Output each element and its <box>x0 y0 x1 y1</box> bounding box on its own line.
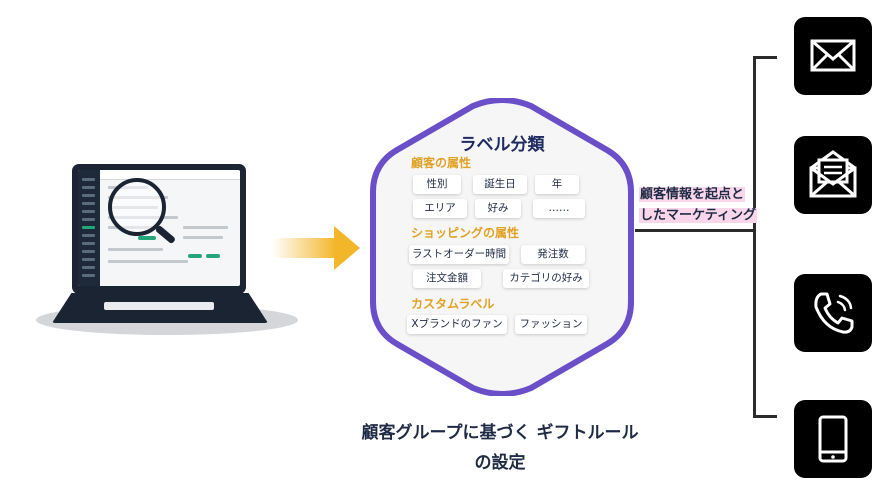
mail-channel-tile <box>794 17 872 95</box>
chip-area: エリア <box>413 199 467 218</box>
label-classification-hexagon: ラベル分類 顧客の属性 性別 誕生日 年 エリア 好み …… ショッピングの属性… <box>369 98 635 396</box>
chip-order-count: 発注数 <box>521 245 585 264</box>
laptop-screen <box>78 170 240 286</box>
chip-order-amount: 注文金額 <box>413 269 481 288</box>
phone-call-icon <box>814 292 854 334</box>
screen-topbar <box>100 170 240 180</box>
chip-preference: 好み <box>475 199 521 218</box>
section-title-customer-attributes: 顧客の属性 <box>411 156 472 170</box>
chip-birthday: 誕生日 <box>473 175 527 194</box>
mail-icon <box>810 39 856 72</box>
magnifier-icon <box>108 178 166 236</box>
caption: 顧客グループに基づく ギフトルール の設定 <box>300 418 700 478</box>
arrow-shaft <box>272 238 336 258</box>
connector-line <box>635 229 755 232</box>
section-title-shopping-attributes: ショッピングの属性 <box>411 226 520 240</box>
chip-category-preference: カテゴリの好み <box>503 269 589 288</box>
chip-more: …… <box>533 199 585 218</box>
mobile-icon <box>818 415 848 463</box>
callout-line-1: 顧客情報を起点と <box>639 187 746 202</box>
caption-line-2: の設定 <box>474 453 526 473</box>
chip-age: 年 <box>535 175 579 194</box>
chip-x-brand-fan: Xブランドのファン <box>407 315 507 334</box>
hexagon-title: ラベル分類 <box>459 135 545 155</box>
bracket-vertical <box>753 56 756 418</box>
caption-line-1: 顧客グループに基づく ギフトルール <box>361 423 639 443</box>
chip-fashion: ファッション <box>515 315 587 334</box>
bracket-top <box>753 56 777 59</box>
phone-channel-tile <box>794 274 872 352</box>
arrow-right-icon <box>334 226 360 270</box>
mobile-channel-tile <box>794 400 872 478</box>
chip-last-order-time: ラストオーダー時間 <box>409 245 509 264</box>
screen-sidebar <box>78 170 100 286</box>
bracket-bottom <box>753 415 777 418</box>
chip-gender: 性別 <box>413 175 461 194</box>
newsletter-channel-tile <box>794 136 872 214</box>
section-title-custom-labels: カスタムラベル <box>411 297 495 311</box>
laptop-keyboard <box>104 302 214 310</box>
laptop-illustration <box>26 160 298 350</box>
marketing-callout: 顧客情報を起点と したマーケティング <box>639 184 757 226</box>
newsletter-icon <box>809 150 857 198</box>
callout-line-2: したマーケティング <box>639 208 757 223</box>
